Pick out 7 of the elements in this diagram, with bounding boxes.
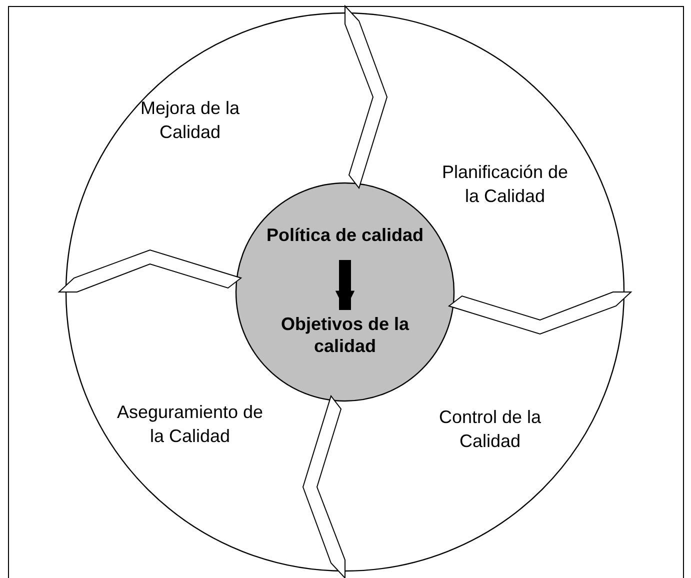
quadrant-label: Mejora de la Calidad [139,97,241,144]
node-text: Objetivos de la calidad [250,312,440,358]
quadrant-label: Control de la Calidad [438,406,542,453]
down-arrow [335,260,355,310]
quadrant-label: Planificación de la Calidad [440,161,570,208]
node-text: Política de calidad [265,212,425,258]
quadrant-label: Aseguramiento de la Calidad [116,401,264,448]
